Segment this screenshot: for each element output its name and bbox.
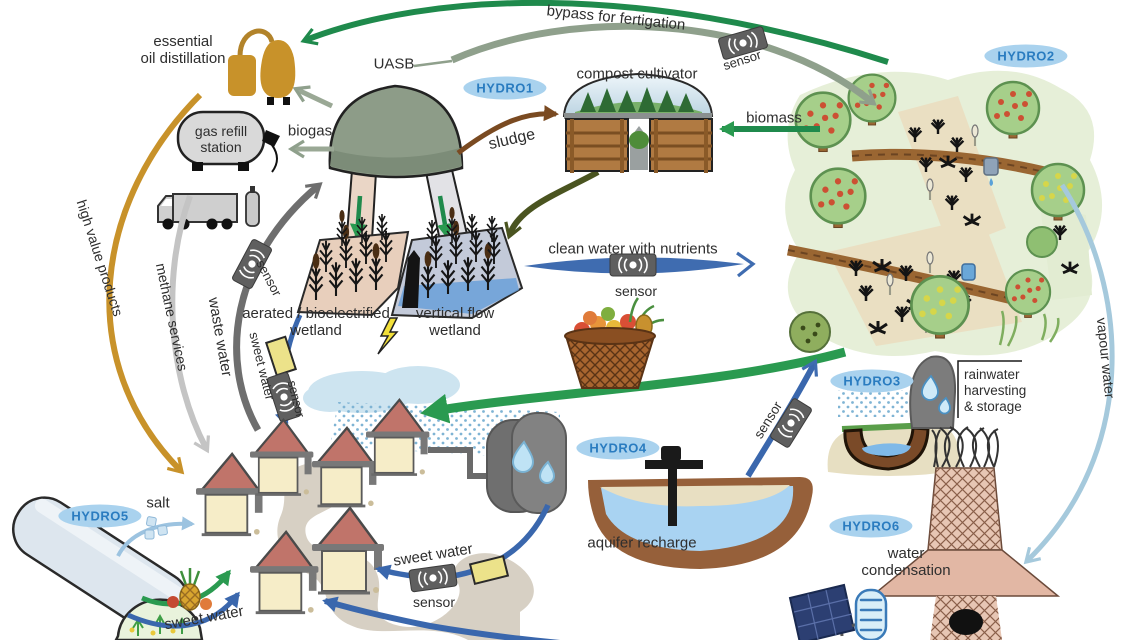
badge-hydro5: HYDRO5	[58, 504, 142, 528]
salt-label: salt	[146, 494, 170, 512]
badge-hydro3: HYDRO3	[830, 369, 914, 393]
shrubs	[789, 226, 1060, 353]
salt-crystals-icon	[144, 516, 168, 540]
water-condensation-tower	[869, 183, 1115, 640]
flow-sweet-water-bottom	[375, 503, 551, 593]
flow-waste-water	[230, 182, 323, 432]
farm-illustration	[785, 70, 1103, 356]
flow-sweet-water-greenhouse	[126, 568, 240, 629]
rainwater-harvesting	[827, 355, 1022, 477]
flow-farm-to-distillation	[300, 0, 889, 65]
pineapple-fruits-icon	[167, 568, 212, 611]
compost-cultivator-label: compost cultivator	[576, 65, 698, 83]
sensor-label: sensor	[412, 594, 456, 610]
flow-methane-services	[169, 194, 210, 454]
gas-truck	[157, 186, 260, 230]
flow-vapour-water	[1023, 183, 1115, 565]
aquifer-recharge-basin	[588, 446, 813, 569]
fruit-basket-icon	[564, 297, 665, 389]
electricity-bolt-icon	[377, 317, 399, 355]
flow-food-basket	[420, 297, 847, 424]
watering-cans	[961, 157, 999, 281]
flow-biogas	[287, 85, 334, 159]
aquifer-recharge-label: aquifer recharge	[587, 534, 697, 552]
biomass-label: biomass	[746, 109, 802, 127]
sensor-label: sensor	[614, 283, 658, 299]
flow-aquifer-to-farm	[745, 358, 819, 478]
flow-sludge	[456, 105, 559, 156]
compost-cultivator	[562, 72, 714, 173]
sensor-icon	[407, 563, 459, 593]
village	[194, 398, 561, 640]
gas-refill-station	[176, 110, 280, 173]
water-condensation-label: water condensation	[861, 545, 951, 579]
biogas-label: biogas	[287, 122, 333, 140]
flow-bypass-fertigation	[413, 22, 877, 106]
flow-compost-to-wetland	[504, 169, 600, 240]
rainwater-harvesting-label: rainwater harvesting & storage	[964, 367, 1027, 414]
flow-salt	[116, 516, 195, 557]
essential-oil-still	[228, 28, 296, 105]
clean-water-label: clean water with nutrients	[548, 240, 718, 258]
badge-hydro2: HYDRO2	[984, 44, 1068, 68]
badge-hydro4: HYDRO4	[576, 436, 660, 460]
flow-high-value-products	[106, 92, 203, 475]
flow-sweet-water-wetland	[265, 313, 303, 427]
badge-hydro6: HYDRO6	[829, 514, 913, 538]
solar-condenser	[788, 583, 888, 640]
gas-refill-label: gas refill station	[194, 123, 248, 155]
wetland-beds	[296, 207, 524, 355]
wetland-vertical-label: vertical flow wetland	[415, 305, 495, 339]
flow-clean-water	[524, 251, 756, 278]
wetland-aerated-label: aerated / bioelectrified wetland	[242, 305, 390, 339]
badge-hydro1: HYDRO1	[463, 76, 547, 100]
pipe	[428, 447, 492, 479]
water-treatment-tank	[486, 412, 567, 514]
essential-oil-label: essential oil distillation	[140, 33, 226, 67]
uasb-label: UASB	[373, 55, 415, 73]
flow-condensed-water-to-village	[322, 596, 561, 640]
